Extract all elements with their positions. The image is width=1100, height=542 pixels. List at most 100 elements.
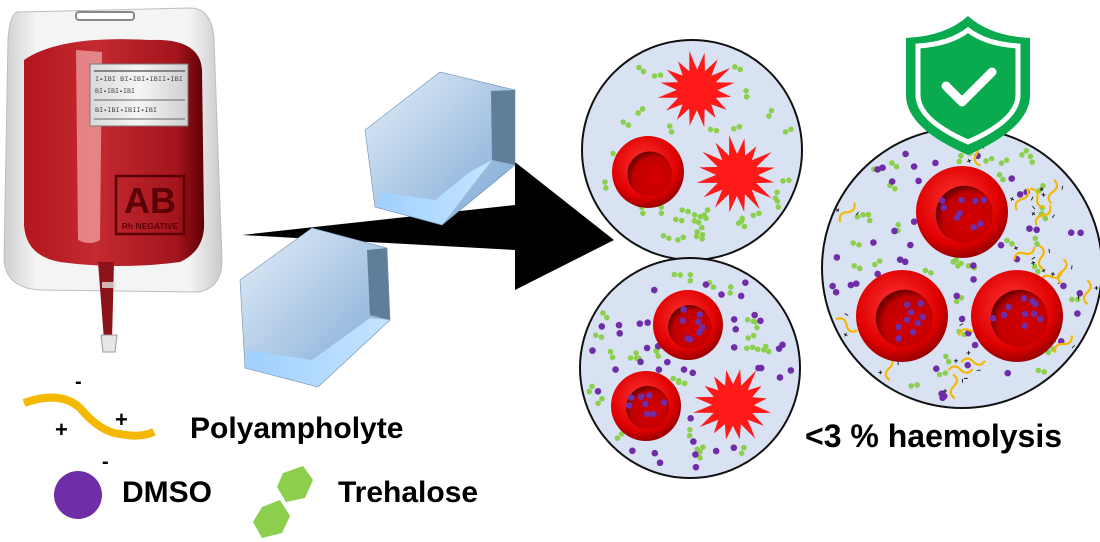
blood-type-box xyxy=(114,174,186,236)
trehalose-molecule xyxy=(707,126,720,134)
dmso-molecule xyxy=(1036,315,1044,323)
trehalose-molecule xyxy=(766,107,775,119)
polyampholyte-charge-3: + xyxy=(115,407,128,432)
dmso-molecule xyxy=(833,254,841,261)
plus-charge-icon xyxy=(878,370,883,375)
lysed-cell-burst xyxy=(693,369,772,440)
trehalose-molecule xyxy=(687,271,694,284)
dmso-molecule xyxy=(977,220,984,228)
dmso-molecule xyxy=(910,218,918,225)
minus-charge-icon xyxy=(1071,344,1076,349)
dmso-molecule xyxy=(1033,226,1040,234)
trehalose-molecule xyxy=(942,353,952,365)
dmso-molecule xyxy=(625,402,633,409)
trehalose-molecule xyxy=(730,123,743,132)
dmso-molecule xyxy=(650,286,658,294)
dmso-molecule xyxy=(903,316,911,324)
dmso-molecule xyxy=(919,313,927,321)
shield-check-icon xyxy=(906,16,1030,155)
dmso-molecule xyxy=(895,335,903,342)
trehalose-molecule xyxy=(936,370,949,378)
dmso-molecule xyxy=(917,300,925,307)
dmso-molecule xyxy=(629,447,636,455)
dmso-molecule xyxy=(755,364,762,372)
dmso-molecule xyxy=(980,196,987,204)
dmso-molecule xyxy=(594,388,602,395)
polyampholyte-molecule xyxy=(835,313,858,337)
dmso-molecule xyxy=(939,394,946,402)
trehalose-molecule xyxy=(586,383,595,395)
trehalose-molecule xyxy=(666,123,675,135)
red-blood-cell xyxy=(612,136,684,208)
red-blood-cell xyxy=(653,290,723,360)
trehalose-molecule xyxy=(686,426,693,439)
trehalose-molecule xyxy=(850,240,862,248)
dmso-molecule xyxy=(874,166,881,173)
polyampholyte-molecule xyxy=(1031,205,1055,226)
trehalose-molecule xyxy=(908,382,920,389)
trehalose-molecule xyxy=(651,72,664,79)
dmso-molecule xyxy=(956,210,963,217)
dmso-molecule xyxy=(776,374,784,381)
dmso-molecule xyxy=(656,459,664,467)
dmso-molecule xyxy=(1030,310,1038,318)
trehalose-molecule xyxy=(745,332,757,341)
dmso-molecule xyxy=(689,369,697,377)
plus-charge-icon xyxy=(1050,272,1055,277)
trehalose-molecule xyxy=(620,119,632,129)
trehalose-molecule xyxy=(774,198,782,210)
legend-icons: - + + - xyxy=(22,371,313,538)
polyampholyte-molecule xyxy=(947,358,974,379)
trehalose-molecule xyxy=(732,64,743,73)
blood-bag-illustration: I▪IBI BI▪IBI▪IBII▪IBI BI▪IBI▪IBI BI▪IBI▪… xyxy=(3,7,223,353)
trehalose-molecule xyxy=(727,284,734,296)
dmso-molecule xyxy=(891,227,898,235)
bag-label-line-2: BI▪IBI▪IBI xyxy=(95,88,135,95)
plus-charge-icon xyxy=(1031,211,1036,216)
trehalose-molecule xyxy=(673,216,685,224)
legend-polyampholyte-label: Polyampholyte xyxy=(190,412,404,445)
dmso-molecule xyxy=(932,159,939,167)
dmso-molecule xyxy=(1021,310,1029,318)
polyampholyte-molecule xyxy=(1013,246,1036,261)
dmso-molecule xyxy=(664,358,671,366)
trehalose-molecule xyxy=(660,232,672,241)
trehalose-molecule xyxy=(998,157,1010,166)
polyampholyte-molecule xyxy=(1031,244,1051,271)
dmso-molecule xyxy=(692,463,700,471)
plus-charge-icon xyxy=(1031,260,1036,265)
dmso-molecule xyxy=(971,197,979,205)
polyampholyte-molecule xyxy=(835,202,859,223)
trehalose-molecule xyxy=(738,444,747,456)
dmso-molecule xyxy=(879,164,886,171)
dmso-molecule xyxy=(696,311,703,318)
trehalose-molecule xyxy=(614,431,625,441)
dmso-molecule xyxy=(965,329,972,337)
polyampholyte-molecule xyxy=(960,350,986,371)
lysed-cell-burst xyxy=(696,135,775,213)
dmso-molecule xyxy=(901,258,909,266)
dmso-molecule xyxy=(637,358,644,366)
bag-hanger-slot xyxy=(75,11,135,21)
dmso-circle-icon xyxy=(54,471,102,519)
panel-trehalose-only xyxy=(581,39,803,261)
dmso-molecule xyxy=(874,270,881,278)
bag-connector xyxy=(100,334,118,353)
dmso-molecule xyxy=(787,367,795,374)
trehalose-molecule xyxy=(780,177,792,184)
dmso-molecule xyxy=(637,393,645,401)
trehalose-molecule xyxy=(602,179,609,191)
minus-charge-icon xyxy=(855,211,859,216)
trehalose-molecule xyxy=(592,332,605,340)
polyampholyte-molecule xyxy=(1078,279,1099,306)
dmso-molecule xyxy=(904,301,911,309)
dmso-molecule xyxy=(1021,322,1029,330)
trehalose-molecule xyxy=(950,259,961,269)
dmso-molecule xyxy=(650,410,657,418)
dmso-molecule xyxy=(636,320,644,327)
polyampholyte-chain-icon xyxy=(22,393,156,440)
dmso-molecule xyxy=(852,280,860,287)
trehalose-molecule xyxy=(750,210,762,219)
trehalose-molecule xyxy=(735,215,746,227)
dmso-molecule xyxy=(616,330,624,337)
